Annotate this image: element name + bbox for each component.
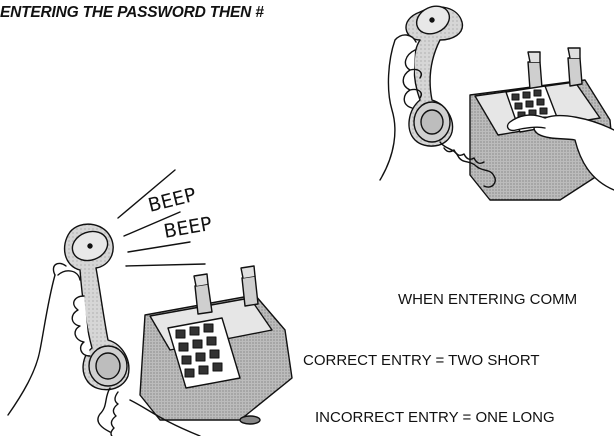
instruction-line-correct-entry: CORRECT ENTRY = TWO SHORT bbox=[303, 352, 540, 369]
instruction-line-commands: WHEN ENTERING COMM bbox=[398, 291, 577, 308]
phone-dialing-drawing bbox=[380, 1, 614, 200]
phone-beeping-drawing: BEEP BEEP bbox=[8, 170, 292, 436]
instruction-line-incorrect-entry: INCORRECT ENTRY = ONE LONG bbox=[315, 409, 555, 426]
beep-label-2: BEEP bbox=[162, 213, 214, 243]
